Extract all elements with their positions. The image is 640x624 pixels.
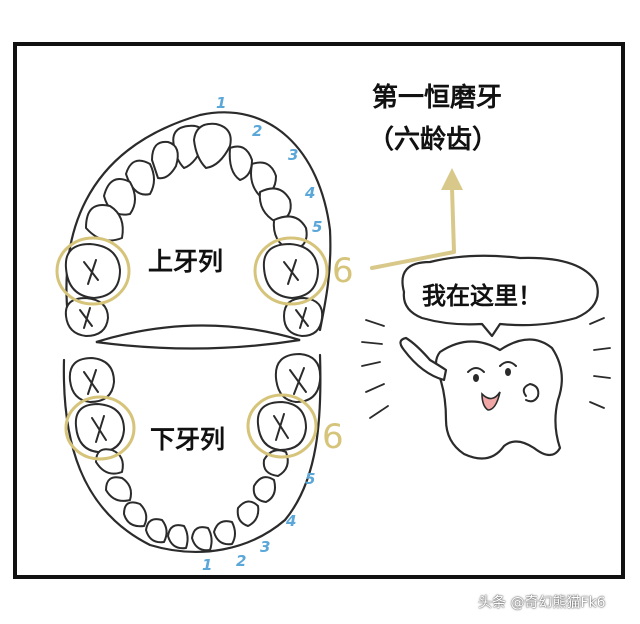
upper-tooth-number-2: 2 <box>252 122 262 140</box>
upper-left-lateral <box>151 140 179 180</box>
lower-tooth-number-5: 5 <box>305 470 315 488</box>
arrow-shaft <box>370 186 456 270</box>
upper-arch <box>64 111 332 337</box>
lower-right-molar-ring <box>246 393 318 459</box>
tooth-eye-left <box>467 367 485 373</box>
tooth-pupil-left <box>473 374 479 382</box>
speech-bubble: 我在这里！ <box>401 254 599 338</box>
lower-tooth-number-1: 1 <box>202 556 212 574</box>
molar-highlights <box>55 236 329 461</box>
tongue <box>95 324 301 350</box>
arrow-head <box>441 168 463 190</box>
lower-tooth-numbers: 5 4 3 2 1 <box>202 470 315 574</box>
lower-arch <box>62 353 322 553</box>
lower-left-incisor <box>167 524 189 550</box>
tooth-character <box>361 317 611 460</box>
lower-gum-line <box>62 353 322 553</box>
speed-lines-right <box>589 317 611 409</box>
title-line-1: 第一恒磨牙 <box>372 82 502 113</box>
lower-molar-number: 6 <box>322 417 344 457</box>
lower-left-canine <box>123 501 148 528</box>
lower-right-incisor <box>191 526 213 552</box>
upper-tooth-number-1: 1 <box>216 94 226 112</box>
tooth-pointing-arm <box>399 336 448 382</box>
upper-right-second-molar-mark <box>295 307 309 329</box>
upper-molar-number: 6 <box>332 251 354 291</box>
lower-left-molar-ring <box>64 395 136 461</box>
lower-right-premolar-1 <box>252 476 276 503</box>
speed-lines-left <box>361 319 389 419</box>
tooth-mouth <box>481 391 501 411</box>
lower-right-lateral <box>213 520 236 546</box>
lower-right-first-molar <box>256 401 307 451</box>
tooth-eye-right <box>499 361 517 367</box>
upper-gum-line <box>65 111 332 332</box>
lower-right-second-molar-mark <box>289 367 307 395</box>
upper-left-first-molar-mark <box>83 259 99 285</box>
lower-tooth-number-3: 3 <box>260 538 270 556</box>
tooth-hand <box>522 382 540 403</box>
tooth-body <box>434 338 563 460</box>
lower-row-label: 下牙列 <box>150 425 225 454</box>
title-line-2: （六龄齿） <box>368 124 498 155</box>
lower-right-second-molar <box>274 353 322 403</box>
upper-tooth-numbers: 1 2 3 4 5 <box>216 94 322 236</box>
speech-text: 我在这里！ <box>422 282 542 310</box>
upper-right-lateral <box>228 145 253 181</box>
lower-left-lateral <box>145 518 168 544</box>
upper-left-second-molar-mark <box>79 307 93 329</box>
tooth-pupil-right <box>505 368 511 376</box>
watermark: 头条 @奇幻熊猫Fk6 <box>478 595 606 611</box>
upper-row-label: 上牙列 <box>148 247 223 276</box>
lower-left-first-molar-mark <box>91 415 107 443</box>
upper-tooth-number-4: 4 <box>304 184 315 202</box>
upper-right-premolar-1 <box>258 187 292 223</box>
pointer-arrow <box>370 168 463 270</box>
upper-right-incisor <box>193 122 232 169</box>
upper-right-premolar-2 <box>272 215 308 251</box>
lower-right-first-molar-mark <box>273 413 289 441</box>
lower-tooth-number-2: 2 <box>236 552 246 570</box>
lower-left-premolar-1 <box>105 476 132 502</box>
upper-tooth-number-5: 5 <box>312 218 322 236</box>
lower-right-canine <box>236 500 260 527</box>
lower-left-second-molar-mark <box>83 369 99 395</box>
lower-tooth-number-4: 4 <box>285 512 296 530</box>
upper-tooth-number-3: 3 <box>288 146 298 164</box>
upper-right-first-molar-mark <box>283 259 299 285</box>
upper-right-molar-ring <box>253 236 329 306</box>
speech-bubble-shape <box>401 254 599 338</box>
upper-left-molar-ring <box>55 236 131 306</box>
